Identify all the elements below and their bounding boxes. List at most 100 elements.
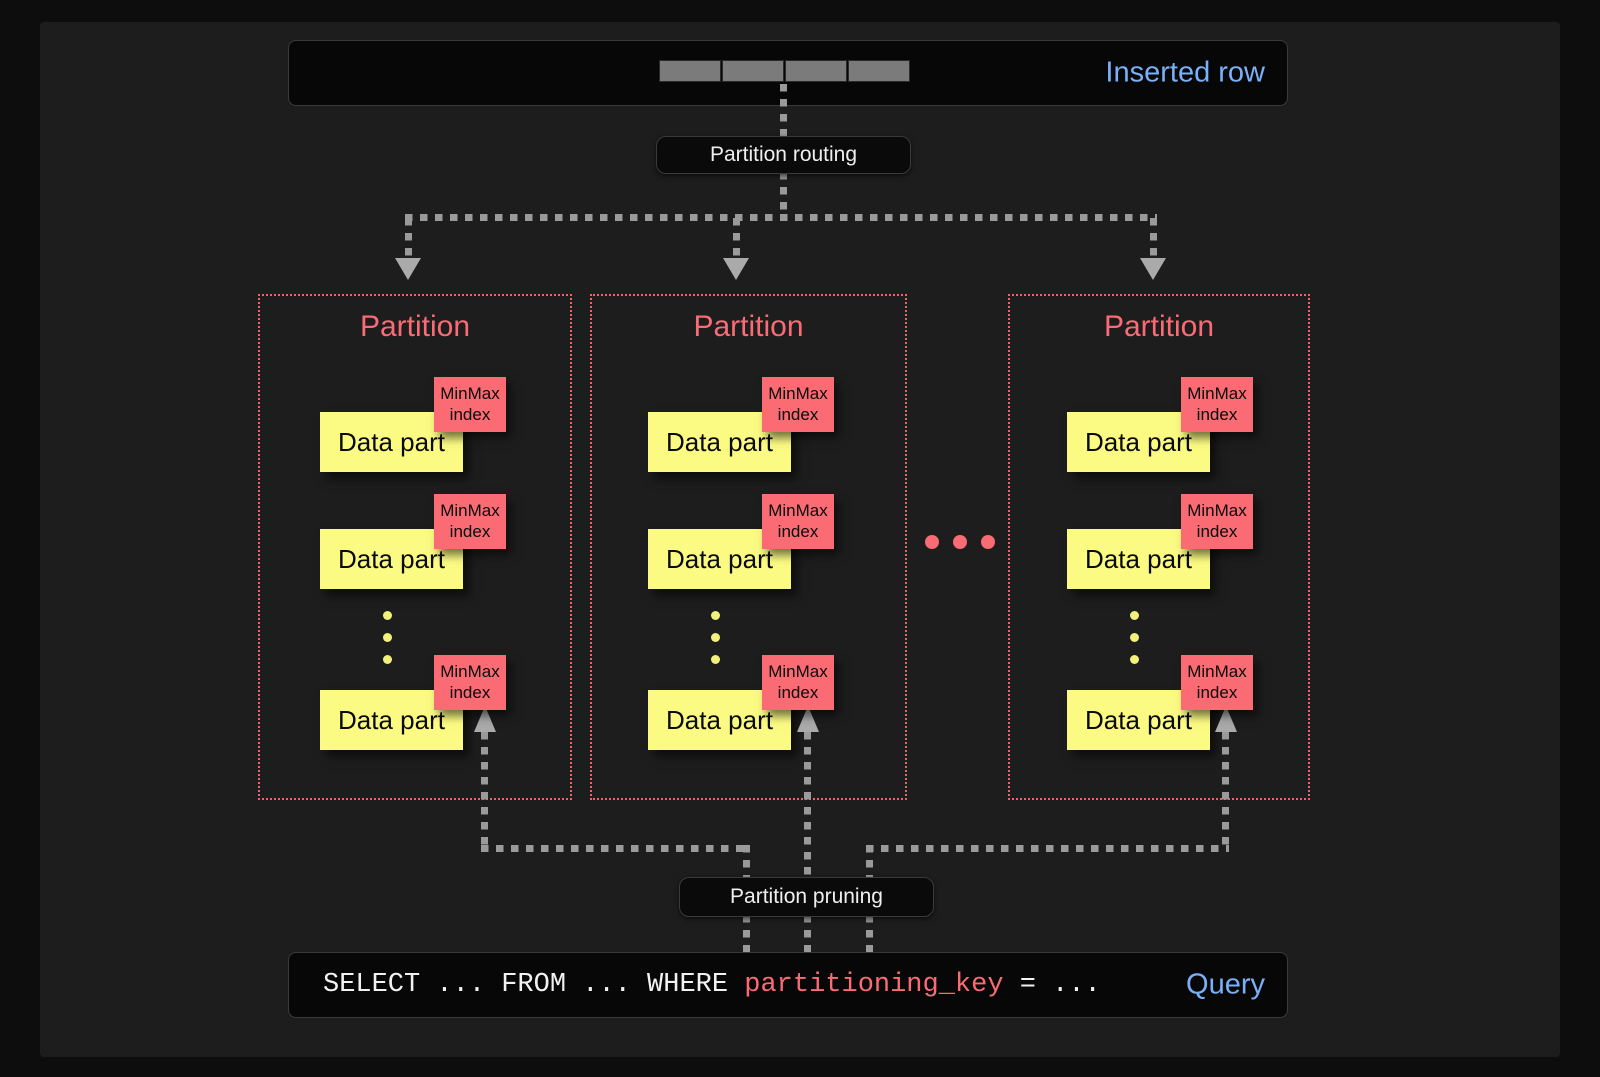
partition-routing-label: Partition routing: [709, 143, 858, 166]
connector-bus-to-partition-1: [405, 218, 412, 262]
dot: [383, 655, 392, 664]
minmax-line-1: MinMax: [768, 500, 828, 520]
dot: [711, 611, 720, 620]
partition-box-2: Partition: [590, 294, 907, 800]
partition-title: Partition: [693, 310, 804, 343]
data-part-label: Data part: [1085, 704, 1192, 735]
connector-bus-to-partition-2: [733, 218, 740, 262]
arrowhead-down-partition-1: [395, 258, 421, 280]
minmax-line-2: index: [1196, 521, 1238, 541]
connector-pruning-to-query-1: [743, 915, 750, 955]
query-bar: SELECT ... FROM ... WHERE partitioning_k…: [288, 952, 1288, 1018]
minmax-line-2: index: [449, 682, 491, 702]
connector-row-to-routing: [780, 84, 787, 140]
dot: [953, 535, 967, 549]
minmax-line-1: MinMax: [1187, 383, 1247, 403]
connector-routing-to-bus: [780, 172, 787, 218]
connector-partition-1-to-pruning-bus: [481, 845, 749, 852]
partition-box-1: Partition: [258, 294, 572, 800]
connector-partition-1-up: [481, 732, 488, 847]
query-prefix: SELECT ... FROM ... WHERE: [323, 970, 745, 1000]
data-part-label: Data part: [338, 543, 445, 574]
minmax-line-1: MinMax: [1187, 500, 1247, 520]
partition-title: Partition: [1103, 310, 1215, 343]
connector-partition-3-up: [1222, 732, 1229, 847]
row-cell: [848, 60, 910, 82]
dot: [1130, 633, 1139, 642]
dot: [981, 535, 995, 549]
partition-pruning-label: Partition pruning: [730, 885, 883, 908]
dot: [1130, 655, 1139, 664]
query-text: SELECT ... FROM ... WHERE partitioning_k…: [323, 970, 1101, 1000]
data-part-label: Data part: [666, 543, 773, 574]
inserted-row-label: Inserted row: [1105, 56, 1265, 89]
data-part-label: Data part: [338, 704, 445, 735]
minmax-line-2: index: [777, 404, 819, 424]
connector-pruning-to-query-3: [866, 915, 873, 955]
minmax-line-2: index: [1196, 682, 1238, 702]
minmax-line-2: index: [777, 521, 819, 541]
data-part-label: Data part: [1085, 543, 1192, 574]
partition-box-3: Partition: [1008, 294, 1310, 800]
dot: [383, 633, 392, 642]
query-label: Query: [1186, 968, 1265, 1001]
query-partitioning-key: partitioning_key: [744, 970, 1004, 1000]
data-part-box: Data part: [320, 529, 463, 589]
minmax-line-1: MinMax: [768, 383, 828, 403]
connector-pruning-to-query-2: [804, 915, 811, 955]
vertical-ellipsis-dots: [711, 611, 720, 677]
partition-pruning-box[interactable]: Partition pruning: [679, 877, 934, 917]
arrowhead-up-partition-2: [797, 706, 819, 732]
partition-title: Partition: [359, 310, 471, 343]
dot: [711, 633, 720, 642]
vertical-ellipsis-dots: [1130, 611, 1139, 677]
arrowhead-up-partition-1: [474, 706, 496, 732]
minmax-line-1: MinMax: [1187, 661, 1247, 681]
connector-partition-2-up: [804, 732, 811, 881]
connector-fanout-bus: [405, 214, 1157, 221]
minmax-line-2: index: [449, 521, 491, 541]
arrowhead-down-partition-2: [723, 258, 749, 280]
connector-pruning-bus-1-down: [743, 845, 750, 881]
data-part-box: Data part: [648, 529, 791, 589]
row-cell: [659, 60, 721, 82]
inserted-row-bar: Inserted row: [288, 40, 1288, 106]
connector-pruning-bus-3-down: [866, 845, 873, 881]
vertical-ellipsis-dots: [383, 611, 392, 677]
dot: [925, 535, 939, 549]
minmax-line-2: index: [1196, 404, 1238, 424]
partitions-ellipsis: [925, 535, 995, 549]
minmax-line-1: MinMax: [440, 383, 500, 403]
partition-routing-box[interactable]: Partition routing: [656, 136, 911, 174]
dot: [711, 655, 720, 664]
minmax-line-1: MinMax: [440, 500, 500, 520]
data-part-label: Data part: [338, 426, 445, 457]
data-part-label: Data part: [666, 704, 773, 735]
inserted-row-cells: [659, 60, 910, 82]
arrowhead-up-partition-3: [1215, 706, 1237, 732]
minmax-line-1: MinMax: [768, 661, 828, 681]
data-part-label: Data part: [666, 426, 773, 457]
data-part-label: Data part: [1085, 426, 1192, 457]
data-part-box: Data part: [320, 690, 463, 750]
minmax-line-2: index: [777, 682, 819, 702]
minmax-line-1: MinMax: [440, 661, 500, 681]
row-cell: [785, 60, 847, 82]
data-part-box: Data part: [1067, 690, 1210, 750]
connector-partition-3-to-pruning-bus: [866, 845, 1229, 852]
connector-bus-to-partition-3: [1150, 218, 1157, 262]
dot: [383, 611, 392, 620]
minmax-line-2: index: [449, 404, 491, 424]
dot: [1130, 611, 1139, 620]
query-suffix: = ...: [1003, 970, 1101, 1000]
